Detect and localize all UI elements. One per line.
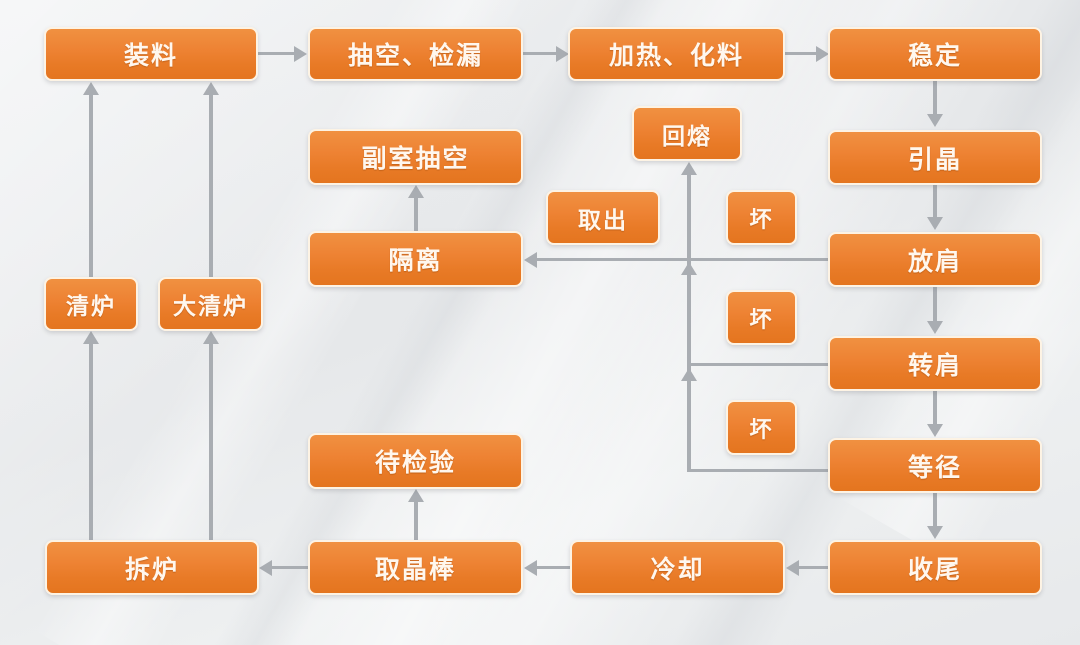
arrowhead-down: [927, 424, 943, 437]
node-lengque[interactable]: 冷却: [570, 540, 785, 595]
node-huirong[interactable]: 回熔: [632, 106, 742, 161]
edge-dengjing-rework: [687, 469, 829, 472]
node-huai-dengjing[interactable]: 坏: [726, 400, 797, 455]
edge-qujingbang-chailu: [270, 566, 309, 569]
node-label: 转肩: [907, 351, 962, 380]
edge-zhuanjian-rework: [687, 363, 829, 366]
node-label: 大清炉: [173, 293, 248, 319]
node-zhuangliao[interactable]: 装料: [44, 27, 258, 81]
node-label: 冷却: [650, 555, 705, 584]
node-label: 取出: [578, 206, 628, 233]
edge-dengjing-shouwei: [933, 493, 937, 530]
edge-wending-yinjing: [933, 81, 937, 118]
node-shouwei[interactable]: 收尾: [828, 540, 1042, 595]
arrowhead-up: [681, 162, 697, 175]
edge-fangjian-zhuanjian: [933, 287, 937, 325]
edge-shouwei-lengque: [797, 566, 829, 569]
arrowhead-down: [927, 114, 943, 127]
arrowhead-up: [681, 368, 697, 381]
node-zhuanjian[interactable]: 转肩: [828, 336, 1042, 391]
edge-lengque-qujingbang: [535, 566, 571, 569]
node-huai-fangjian[interactable]: 坏: [726, 190, 797, 245]
edge-jiare-wending: [785, 52, 823, 55]
arrowhead-right: [816, 46, 829, 62]
node-label: 隔离: [388, 247, 443, 275]
arrowhead-left: [524, 560, 537, 576]
node-label: 拆炉: [124, 555, 179, 584]
arrowhead-up: [203, 331, 219, 344]
node-label: 加热、化料: [608, 42, 744, 70]
edge-daqinglu-zhuangliao: [209, 95, 213, 277]
node-label: 坏: [749, 306, 774, 332]
arrowhead-left: [786, 560, 799, 576]
node-label: 副室抽空: [361, 145, 470, 173]
arrowhead-right: [556, 46, 569, 62]
node-geli[interactable]: 隔离: [308, 231, 523, 287]
node-yinjing[interactable]: 引晶: [828, 130, 1042, 185]
arrowhead-down: [927, 217, 943, 230]
node-wending[interactable]: 稳定: [828, 27, 1042, 81]
node-label: 回熔: [662, 122, 712, 149]
node-chouhong-jianlou[interactable]: 抽空、检漏: [308, 27, 523, 81]
node-huai-zhuanjian[interactable]: 坏: [726, 290, 797, 345]
edge-rework-trunk: [687, 175, 691, 472]
arrowhead-down: [927, 321, 943, 334]
edge-zhuanjian-dengjing: [933, 391, 937, 428]
node-label: 取晶棒: [374, 555, 456, 584]
node-label: 等径: [907, 453, 962, 482]
arrowhead-left: [259, 560, 272, 576]
arrowhead-up: [681, 262, 697, 275]
node-quchu[interactable]: 取出: [546, 190, 660, 245]
edge-geli-fushichoukong: [414, 198, 418, 232]
node-label: 坏: [749, 416, 774, 442]
arrowhead-up: [83, 82, 99, 95]
arrowhead-up: [408, 185, 424, 198]
node-fangjian[interactable]: 放肩: [828, 232, 1042, 287]
node-qinglu[interactable]: 清炉: [44, 277, 138, 331]
node-daqinglu[interactable]: 大清炉: [158, 277, 263, 331]
arrowhead-left: [524, 252, 537, 268]
arrowhead-up: [408, 489, 424, 502]
node-chailu[interactable]: 拆炉: [45, 540, 259, 595]
edge-zhuangliao-choukong: [258, 52, 296, 55]
node-label: 稳定: [907, 42, 962, 70]
arrowhead-up: [203, 82, 219, 95]
arrowhead-down: [927, 526, 943, 539]
edge-chailu-qinglu: [89, 344, 93, 540]
node-qujingbang[interactable]: 取晶棒: [308, 540, 523, 595]
node-label: 引晶: [907, 145, 962, 174]
node-fushi-choukong[interactable]: 副室抽空: [308, 129, 523, 185]
arrowhead-up: [83, 331, 99, 344]
node-label: 待检验: [374, 449, 456, 477]
edge-fangjian-geli: [536, 258, 828, 261]
node-dengjing[interactable]: 等径: [828, 438, 1042, 493]
edge-chailu-daqinglu: [209, 344, 213, 540]
edge-yinjing-fangjian: [933, 185, 937, 221]
edge-choukong-jiare: [523, 52, 561, 55]
node-label: 收尾: [907, 555, 962, 584]
node-daijianyan[interactable]: 待检验: [308, 433, 523, 489]
node-label: 坏: [749, 206, 774, 232]
node-jiare-huailiao[interactable]: 加热、化料: [568, 27, 785, 81]
edge-qujingbang-daijianyan: [414, 502, 418, 540]
node-label: 清炉: [66, 293, 116, 319]
edge-qinglu-zhuangliao: [89, 95, 93, 277]
node-label: 放肩: [907, 247, 962, 276]
node-label: 抽空、检漏: [347, 42, 483, 70]
node-label: 装料: [123, 42, 178, 70]
arrowhead-right: [294, 46, 307, 62]
